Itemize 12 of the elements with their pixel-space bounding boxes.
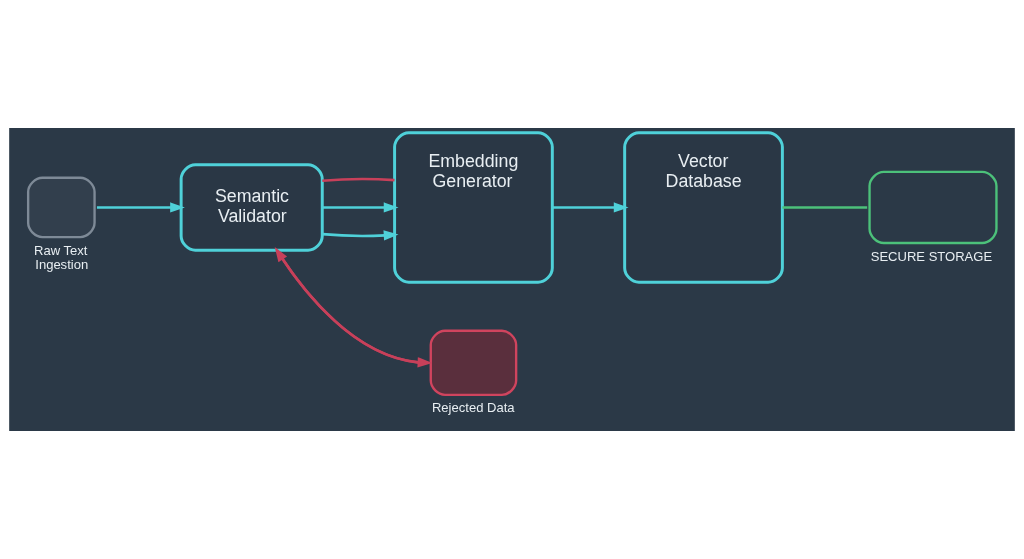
connector xyxy=(322,177,395,183)
node-box: Semantic Validator xyxy=(179,163,324,252)
arrow xyxy=(552,202,629,213)
arrow xyxy=(96,202,185,213)
connector xyxy=(782,206,868,209)
node-box: Embedding Generator xyxy=(393,131,554,284)
node-label: SECURE STORAGE xyxy=(870,248,993,264)
node-box: Vector Database xyxy=(623,131,784,284)
node-label: Rejected Data xyxy=(431,400,515,416)
arrow xyxy=(322,202,399,213)
arrow xyxy=(322,230,399,241)
node-label: Raw Text Ingestion xyxy=(34,242,89,272)
